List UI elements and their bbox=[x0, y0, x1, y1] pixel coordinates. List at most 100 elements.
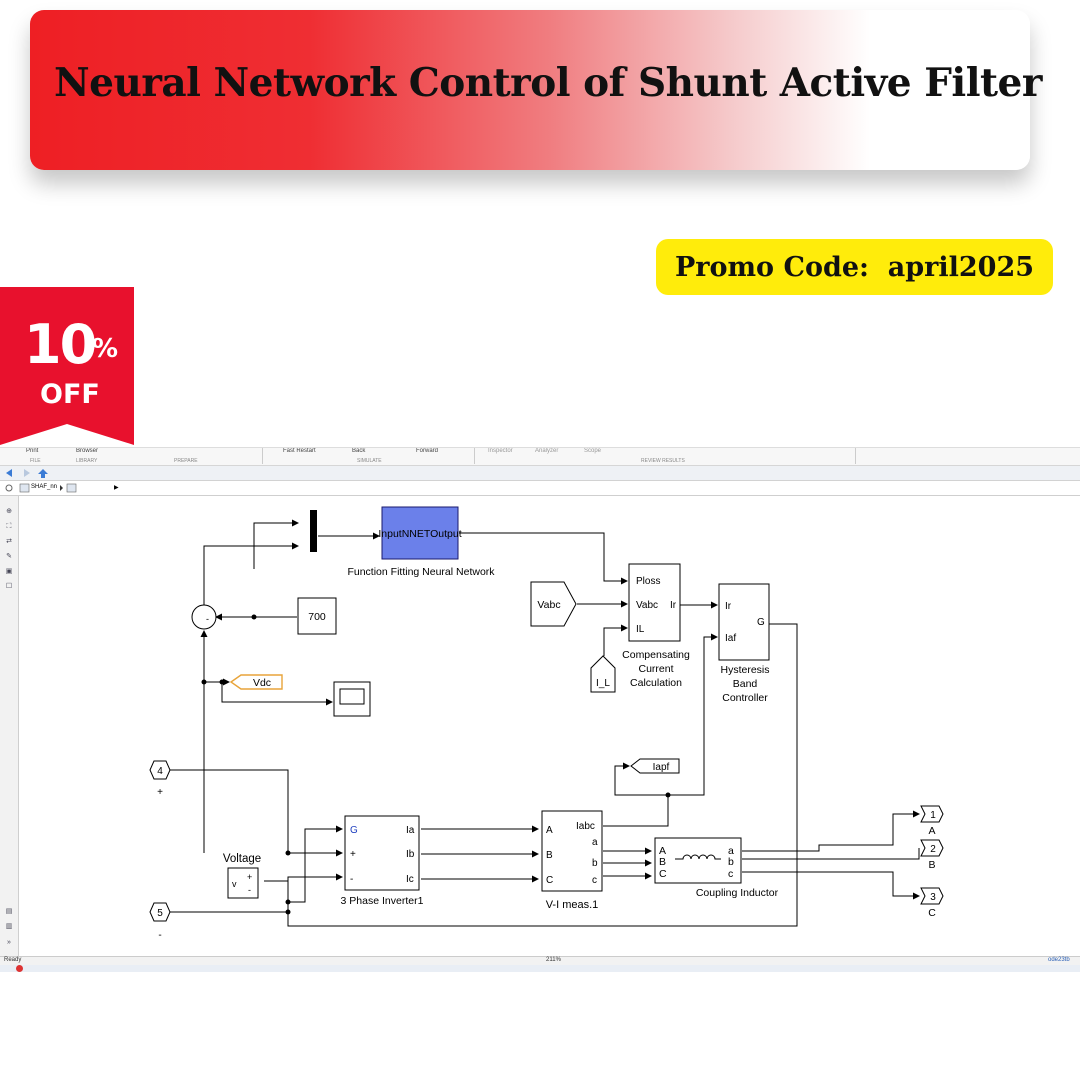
nav-buttons bbox=[6, 469, 48, 478]
three-phase-inverter-label: 3 Phase Inverter1 bbox=[341, 895, 424, 907]
svg-text:Ia: Ia bbox=[406, 825, 415, 836]
fit-to-view-icon[interactable]: ⛶ bbox=[6, 523, 12, 530]
vi-measurement-label: V-I meas.1 bbox=[546, 899, 599, 911]
svg-text:G: G bbox=[350, 825, 358, 836]
svg-text:v: v bbox=[232, 879, 237, 889]
svg-text:Vdc: Vdc bbox=[253, 677, 271, 689]
logic-analyzer-button[interactable]: Analyzer bbox=[535, 448, 559, 454]
outport-1-label: A bbox=[928, 825, 935, 837]
expand-palette-icon[interactable]: » bbox=[7, 939, 11, 946]
zoom-level[interactable]: 211% bbox=[546, 957, 561, 963]
inport-5[interactable]: 5 bbox=[149, 902, 171, 922]
area-icon[interactable]: ☐ bbox=[5, 583, 13, 590]
discount-off-label: OFF bbox=[40, 379, 100, 410]
outport-3[interactable]: 3 bbox=[920, 887, 944, 905]
ribbon-divider bbox=[474, 448, 475, 464]
vabc-from-block[interactable]: Vabc bbox=[530, 581, 577, 627]
svg-text:+: + bbox=[350, 849, 356, 860]
print-button[interactable]: Print bbox=[26, 448, 39, 454]
property-inspector-icon[interactable]: ▥ bbox=[5, 923, 13, 930]
svg-text:Controller: Controller bbox=[722, 692, 768, 704]
constant-700-block[interactable]: 700 bbox=[297, 597, 337, 635]
breadcrumb-expand-arrow[interactable]: ▶ bbox=[114, 485, 119, 491]
inport-4[interactable]: 4 bbox=[149, 760, 171, 780]
subsystem-icon bbox=[66, 483, 77, 493]
outport-1[interactable]: 1 bbox=[920, 805, 944, 823]
up-arrow-icon[interactable] bbox=[38, 469, 48, 478]
block-diagram: InputNNETOutput Function Fitting Neural … bbox=[149, 506, 944, 941]
solver-name[interactable]: ode23tb bbox=[1048, 957, 1070, 963]
notification-icon[interactable] bbox=[16, 965, 23, 972]
step-forward-button[interactable]: Forward bbox=[416, 448, 439, 454]
inductor-coil-icon bbox=[675, 854, 721, 860]
image-icon[interactable]: ▣ bbox=[5, 568, 13, 575]
model-icon bbox=[19, 483, 30, 493]
left-palette: ⊕ ⛶ ⇄ ✎ ▣ ☐ ▤ ▥ » bbox=[0, 496, 19, 956]
scope-block[interactable] bbox=[333, 681, 371, 717]
compensating-current-block[interactable]: Ploss Vabc IL Ir bbox=[628, 563, 681, 642]
outport-3-label: C bbox=[928, 907, 936, 919]
arrow-icon[interactable]: ⇄ bbox=[6, 538, 12, 545]
forward-arrow-icon[interactable] bbox=[24, 469, 30, 477]
step-back-button[interactable]: Back bbox=[352, 448, 366, 454]
section-simulate: SIMULATE bbox=[357, 458, 382, 464]
iapf-goto-tag[interactable]: Iapf bbox=[630, 758, 680, 774]
svg-text:Band: Band bbox=[733, 678, 758, 690]
back-arrow-icon[interactable] bbox=[6, 469, 12, 477]
svg-text:1: 1 bbox=[930, 810, 936, 821]
svg-text:-: - bbox=[206, 614, 209, 624]
svg-text:b: b bbox=[728, 856, 734, 868]
promo-code-badge: Promo Code: april2025 bbox=[656, 239, 1053, 295]
three-phase-inverter-block[interactable]: G + - Ia Ib Ic bbox=[344, 815, 420, 891]
compensating-current-label: Compensating Current Calculation bbox=[622, 649, 690, 689]
discount-badge bbox=[0, 287, 134, 445]
svg-text:IL: IL bbox=[636, 624, 645, 635]
svg-text:Calculation: Calculation bbox=[630, 677, 682, 689]
zoom-in-icon[interactable]: ⊕ bbox=[6, 508, 12, 515]
ribbon-divider bbox=[855, 448, 856, 464]
data-inspector-button[interactable]: Inspector bbox=[488, 448, 513, 454]
hide-explorer-icon[interactable] bbox=[5, 484, 13, 492]
section-library: LIBRARY bbox=[76, 458, 98, 464]
svg-text:A: A bbox=[659, 845, 666, 857]
svg-text:Ploss: Ploss bbox=[636, 576, 660, 587]
sum-block[interactable]: - bbox=[191, 604, 217, 630]
toolstrip: Print Browser Fast Restart Back Forward … bbox=[0, 448, 1080, 466]
section-review-results: REVIEW RESULTS bbox=[641, 458, 685, 464]
svg-text:Iapf: Iapf bbox=[653, 762, 670, 773]
outport-2[interactable]: 2 bbox=[920, 839, 944, 857]
library-browser-button[interactable]: Browser bbox=[76, 448, 99, 454]
voltage-sensor-block[interactable]: v + - bbox=[227, 867, 259, 899]
svg-text:C: C bbox=[659, 868, 667, 880]
svg-text:b: b bbox=[592, 858, 598, 869]
svg-text:3: 3 bbox=[930, 892, 936, 903]
neural-network-block[interactable]: InputNNETOutput bbox=[378, 506, 462, 560]
svg-text:a: a bbox=[728, 845, 734, 857]
model-canvas[interactable]: InputNNETOutput Function Fitting Neural … bbox=[19, 496, 1080, 956]
breadcrumb-model-name[interactable]: SHAF_nn bbox=[31, 484, 58, 490]
voltage-sensor-label: Voltage bbox=[223, 853, 261, 865]
section-prepare: PREPARE bbox=[174, 458, 198, 464]
page-title: Neural Network Control of Shunt Active F… bbox=[54, 60, 1042, 106]
camera-icon[interactable]: ▤ bbox=[5, 908, 13, 915]
svg-text:2: 2 bbox=[930, 844, 936, 855]
coupling-inductor-block[interactable]: A B C a b c bbox=[654, 837, 742, 884]
scope-button[interactable]: Scope bbox=[584, 448, 602, 454]
comment-icon[interactable]: ✎ bbox=[6, 553, 12, 560]
svg-text:Iaf: Iaf bbox=[725, 633, 736, 644]
fast-restart-button[interactable]: Fast Restart bbox=[283, 448, 316, 454]
vdc-goto-tag[interactable]: Vdc bbox=[229, 674, 283, 690]
taskbar bbox=[0, 965, 1080, 972]
il-from-block[interactable]: I_L bbox=[590, 655, 616, 693]
svg-text:G: G bbox=[757, 617, 765, 628]
svg-text:4: 4 bbox=[157, 766, 163, 777]
vi-measurement-block[interactable]: A B C Iabc a b c bbox=[541, 810, 603, 892]
outport-2-label: B bbox=[928, 859, 935, 871]
svg-text:-: - bbox=[350, 874, 353, 885]
hysteresis-controller-block[interactable]: Ir Iaf G bbox=[718, 583, 770, 661]
discount-percent-sign: % bbox=[92, 334, 119, 364]
mux-block[interactable] bbox=[310, 510, 317, 552]
svg-text:Current: Current bbox=[638, 663, 673, 675]
svg-text:700: 700 bbox=[308, 611, 326, 623]
svg-text:Ic: Ic bbox=[406, 874, 414, 885]
